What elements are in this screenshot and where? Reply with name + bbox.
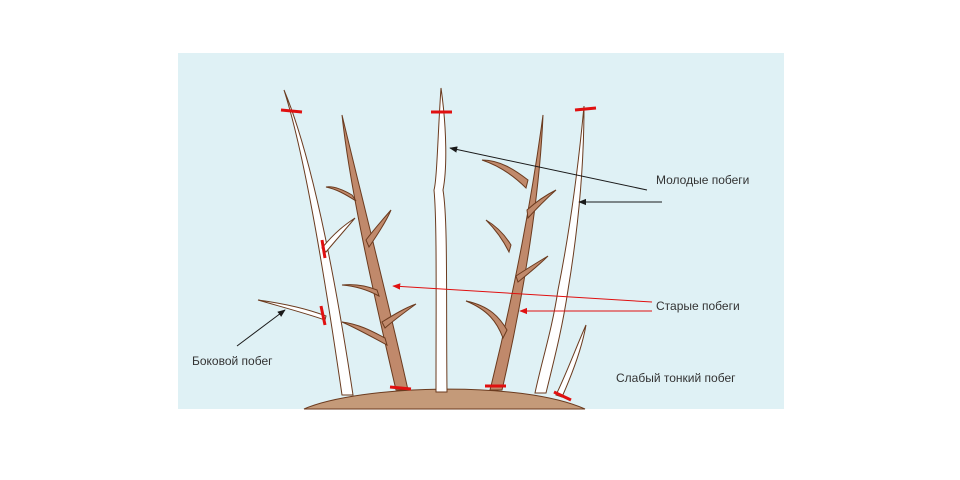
cut-mark-weak-base (553, 390, 572, 402)
label-weak-shoot: Слабый тонкий побег (616, 371, 736, 385)
arrow-side-shoot (236, 309, 286, 347)
label-side-shoot: Боковой побег (192, 354, 273, 368)
cut-mark-old-left-base (389, 385, 412, 391)
side-shoot-lower (257, 299, 327, 321)
soil-mound (303, 388, 586, 410)
label-old-shoots: Старые побеги (656, 299, 740, 313)
old-shoot-right (465, 114, 557, 391)
cut-mark-side-lower (319, 305, 327, 326)
cut-marks (280, 106, 597, 402)
sky-background (178, 53, 784, 409)
young-shoot-right (534, 105, 585, 394)
young-shoot-left (257, 89, 356, 396)
arrow-young-center (449, 146, 648, 191)
arrow-old-left (392, 283, 653, 303)
cut-mark-left-top (280, 108, 303, 114)
label-young-shoots: Молодые побеги (656, 173, 749, 187)
cut-mark-right-top (574, 106, 597, 112)
side-shoot-upper (321, 217, 356, 253)
young-shoot-center (433, 87, 448, 393)
old-shoot-left (325, 114, 417, 391)
cut-mark-side-upper (320, 239, 327, 259)
